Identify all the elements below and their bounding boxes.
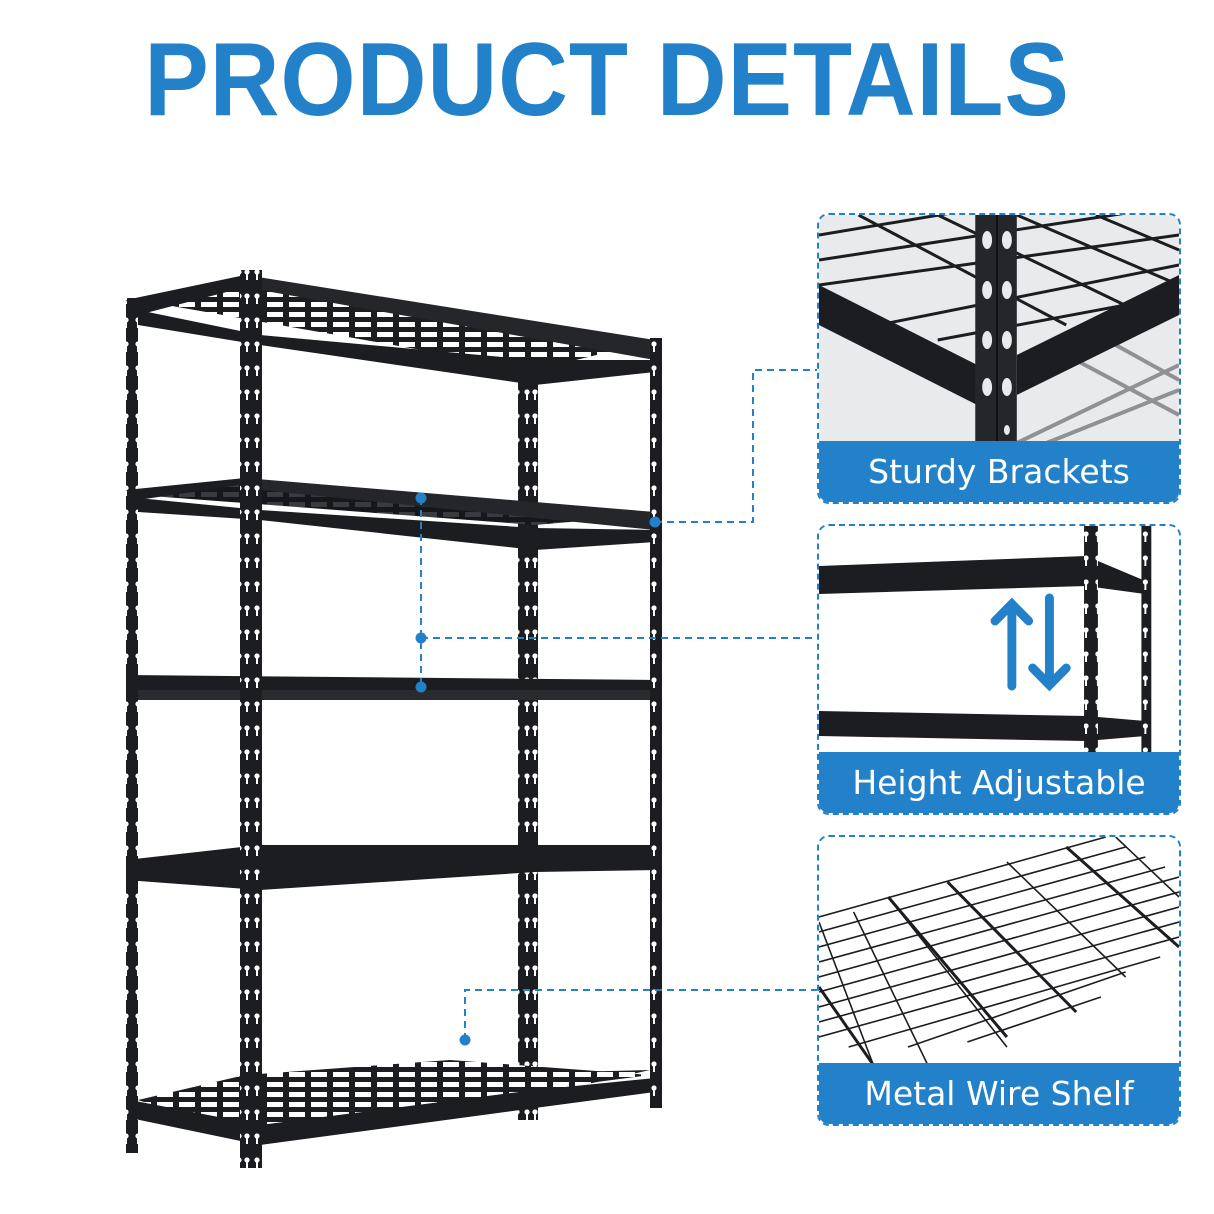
height-adjustable-photo [819,526,1179,754]
connector-sturdy-brackets [655,369,817,523]
feature-card-metal-wire-shelf: Metal Wire Shelf [817,835,1181,1126]
feature-label: Sturdy Brackets [819,441,1179,502]
back-right-post [518,380,538,1120]
connector-metal-wire-shelf [464,989,817,1040]
feature-card-sturdy-brackets: Sturdy Brackets [817,213,1181,504]
feature-card-height-adjustable: Height Adjustable [817,524,1181,815]
up-down-arrows-icon [990,593,1071,692]
feature-label: Height Adjustable [819,752,1179,813]
page-title: PRODUCT DETAILS [144,22,1070,138]
front-left-post [240,270,262,1168]
bracket-closeup-photo [819,215,1179,443]
feature-label: Metal Wire Shelf [819,1063,1179,1124]
front-right-post [650,338,662,1108]
wire-grid-photo [819,837,1179,1065]
back-left-post [126,298,138,1153]
